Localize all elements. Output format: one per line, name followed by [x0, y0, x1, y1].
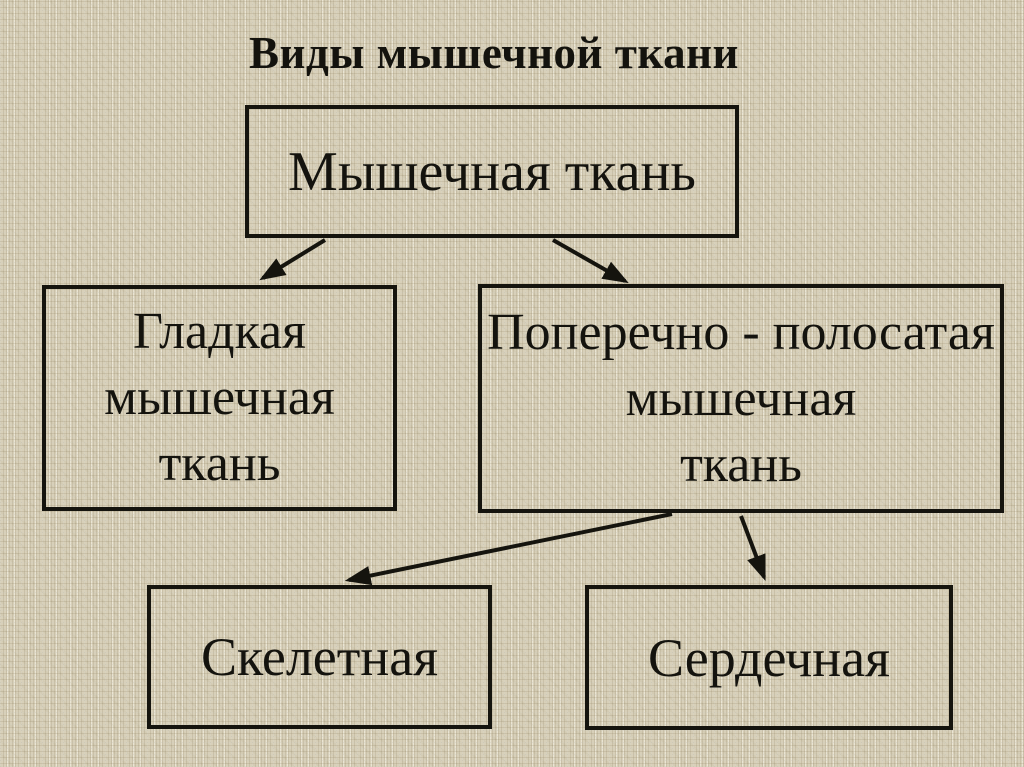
slide-title: Виды мышечной ткани: [249, 28, 739, 78]
node-skeletal-label: Скелетная: [200, 627, 439, 687]
node-muscle-tissue-label: Мышечная ткань: [288, 140, 696, 203]
node-smooth-label-line3: ткань: [158, 435, 281, 492]
node-striated-label-line1: Поперечно - полосатая: [487, 303, 995, 361]
arrow-root-to-smooth: [259, 238, 327, 281]
node-striated-label-line3: ткань: [680, 435, 802, 493]
arrow-striated-to-cardiac: [739, 515, 766, 582]
node-striated-muscle-tissue: Поперечно - полосатая мышечная ткань: [478, 284, 1004, 513]
node-muscle-tissue: Мышечная ткань: [245, 105, 739, 238]
arrow-striated-to-skeletal: [344, 512, 673, 586]
node-smooth-label-line2: мышечная: [104, 369, 335, 426]
node-smooth-muscle-tissue: Гладкая мышечная ткань: [42, 285, 397, 511]
arrow-root-to-striated: [552, 238, 629, 284]
node-cardiac-label: Сердечная: [648, 627, 890, 688]
node-cardiac: Сердечная: [585, 585, 953, 730]
node-skeletal: Скелетная: [147, 585, 492, 729]
node-striated-label-line2: мышечная: [625, 369, 857, 427]
node-smooth-label-line1: Гладкая: [132, 303, 307, 360]
